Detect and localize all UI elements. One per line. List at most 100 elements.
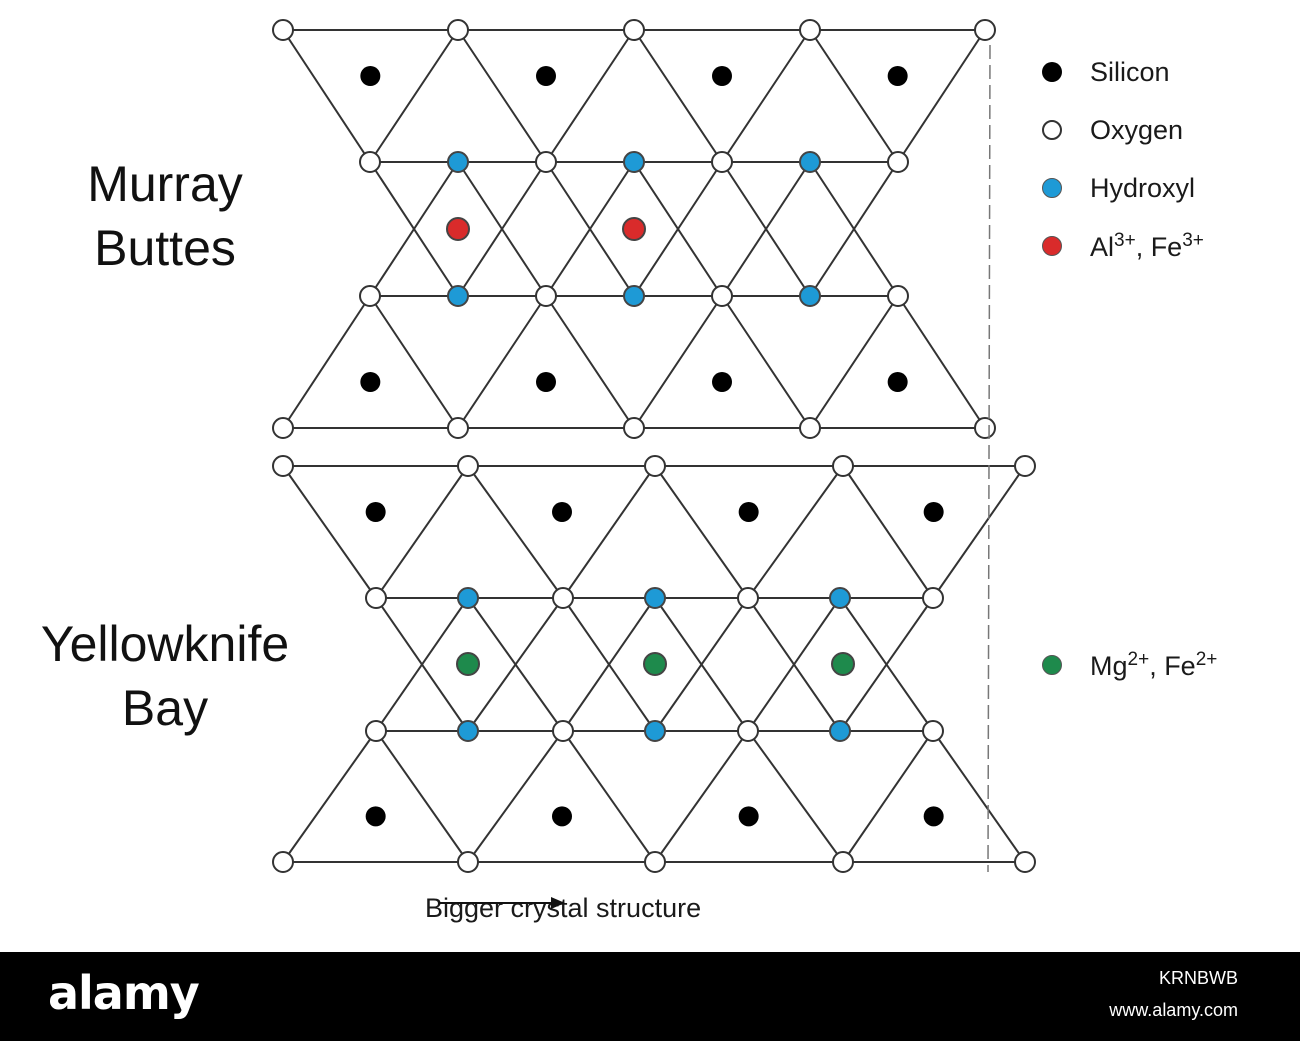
oxygen-atom	[447, 19, 469, 41]
bond-line	[562, 465, 656, 599]
bond-line	[809, 295, 899, 429]
bond-line	[545, 29, 635, 163]
silicon-atom	[536, 372, 556, 392]
bond-line	[721, 161, 811, 297]
silicon-atom	[552, 806, 572, 827]
hydroxyl-atom	[447, 285, 469, 307]
bond-line	[897, 29, 986, 163]
bond-line	[932, 730, 1026, 863]
alamy-logo: alamy	[48, 966, 200, 1020]
bond-line	[842, 465, 934, 599]
oxygen-atom	[922, 720, 944, 742]
silicon-atom	[365, 806, 386, 827]
hydroxyl-atom	[447, 151, 469, 173]
oxygen-atom	[272, 851, 294, 873]
silicon-atom	[738, 502, 759, 522]
divalent-cation-atom	[831, 652, 855, 676]
bond-line	[562, 597, 656, 732]
bond-line	[467, 730, 564, 863]
divalent-cation-atom	[643, 652, 667, 676]
axis-caption: Bigger crystal structure	[425, 893, 701, 924]
bond-line	[839, 597, 934, 732]
hydroxyl-atom	[829, 720, 851, 742]
oxygen-atom	[1014, 851, 1036, 873]
silicon-atom	[923, 502, 944, 522]
oxygen-atom	[457, 455, 479, 477]
bond-line	[369, 161, 459, 297]
hydroxyl-dot-icon	[1042, 178, 1062, 198]
lattice-drawing	[272, 19, 1036, 873]
silicon-atom	[360, 372, 381, 392]
oxygen-atom	[711, 285, 733, 307]
murray-buttes-label: Murray Buttes	[0, 152, 330, 280]
axis-caption-text: Bigger crystal structure	[425, 893, 702, 923]
legend-silicon: Silicon	[1042, 52, 1170, 92]
bond-line	[842, 730, 934, 863]
oxygen-atom	[644, 851, 666, 873]
murray-label-line2: Buttes	[94, 220, 236, 276]
oxygen-atom	[457, 851, 479, 873]
bond-line	[747, 730, 844, 863]
arrow-right-icon	[439, 897, 565, 909]
silicon-atom	[360, 66, 381, 86]
trivalent-cation-atom	[622, 217, 646, 241]
oxygen-atom	[922, 587, 944, 609]
legend-trivalent-label: Al3+, Fe3+	[1090, 229, 1204, 262]
bond-line	[467, 465, 564, 599]
oxygen-atom	[623, 19, 645, 41]
oxygen-atom	[832, 851, 854, 873]
bond-line	[897, 295, 986, 429]
oxygen-atom	[552, 720, 574, 742]
legend-oxygen-label: Oxygen	[1090, 114, 1184, 145]
legend-divalent-label: Mg2+, Fe2+	[1090, 648, 1218, 681]
hydroxyl-atom	[623, 151, 645, 173]
hydroxyl-atom	[457, 720, 479, 742]
divalent-cation-atom	[456, 652, 480, 676]
oxygen-atom	[1014, 455, 1036, 477]
bond-line	[633, 161, 723, 297]
oxygen-atom	[799, 417, 821, 439]
bond-line	[654, 730, 749, 863]
oxygen-atom	[974, 19, 996, 41]
oxygen-atom	[974, 417, 996, 439]
bond-line	[932, 465, 1026, 599]
yellowknife-bay-label: Yellowknife Bay	[0, 612, 330, 740]
yellowknife-label-line2: Bay	[121, 680, 209, 736]
site-url: www.alamy.com	[1109, 1000, 1238, 1020]
oxygen-atom	[737, 720, 759, 742]
legend-silicon-label: Silicon	[1090, 56, 1170, 87]
oxygen-atom	[272, 455, 294, 477]
bond-line	[375, 597, 469, 732]
crystal-structure-diagram: Murray Buttes Yellowknife Bay Silicon Ox…	[0, 19, 1218, 924]
bond-line	[375, 730, 469, 863]
legend-trivalent: Al3+, Fe3+	[1042, 226, 1204, 266]
legend-hydroxyl-label: Hydroxyl	[1090, 172, 1196, 203]
oxygen-atom	[799, 19, 821, 41]
bond-line	[654, 597, 749, 732]
oxygen-atom	[887, 285, 909, 307]
bond-line	[562, 730, 656, 863]
silicon-atom	[887, 66, 908, 86]
bond-line	[375, 465, 469, 599]
legend-divalent: Mg2+, Fe2+	[1042, 645, 1217, 685]
oxygen-atom	[359, 285, 381, 307]
dashed-reference-line	[987, 44, 991, 873]
bond-line	[747, 597, 841, 732]
silicon-atom	[712, 372, 732, 392]
hydroxyl-atom	[829, 587, 851, 609]
image-id: KRNBWB	[1158, 968, 1238, 988]
oxygen-atom	[272, 417, 294, 439]
oxygen-atom	[552, 587, 574, 609]
oxygen-atom	[623, 417, 645, 439]
oxygen-atom	[832, 455, 854, 477]
oxygen-dot-icon	[1042, 120, 1062, 140]
bond-line	[809, 161, 899, 297]
oxygen-atom	[365, 720, 387, 742]
watermark-footer: alamy KRNBWB www.alamy.com	[0, 952, 1300, 1041]
silicon-atom	[738, 806, 759, 827]
silicon-atom	[365, 502, 386, 522]
bond-line	[282, 465, 377, 599]
hydroxyl-atom	[457, 587, 479, 609]
oxygen-atom	[272, 19, 294, 41]
oxygen-atom	[447, 417, 469, 439]
